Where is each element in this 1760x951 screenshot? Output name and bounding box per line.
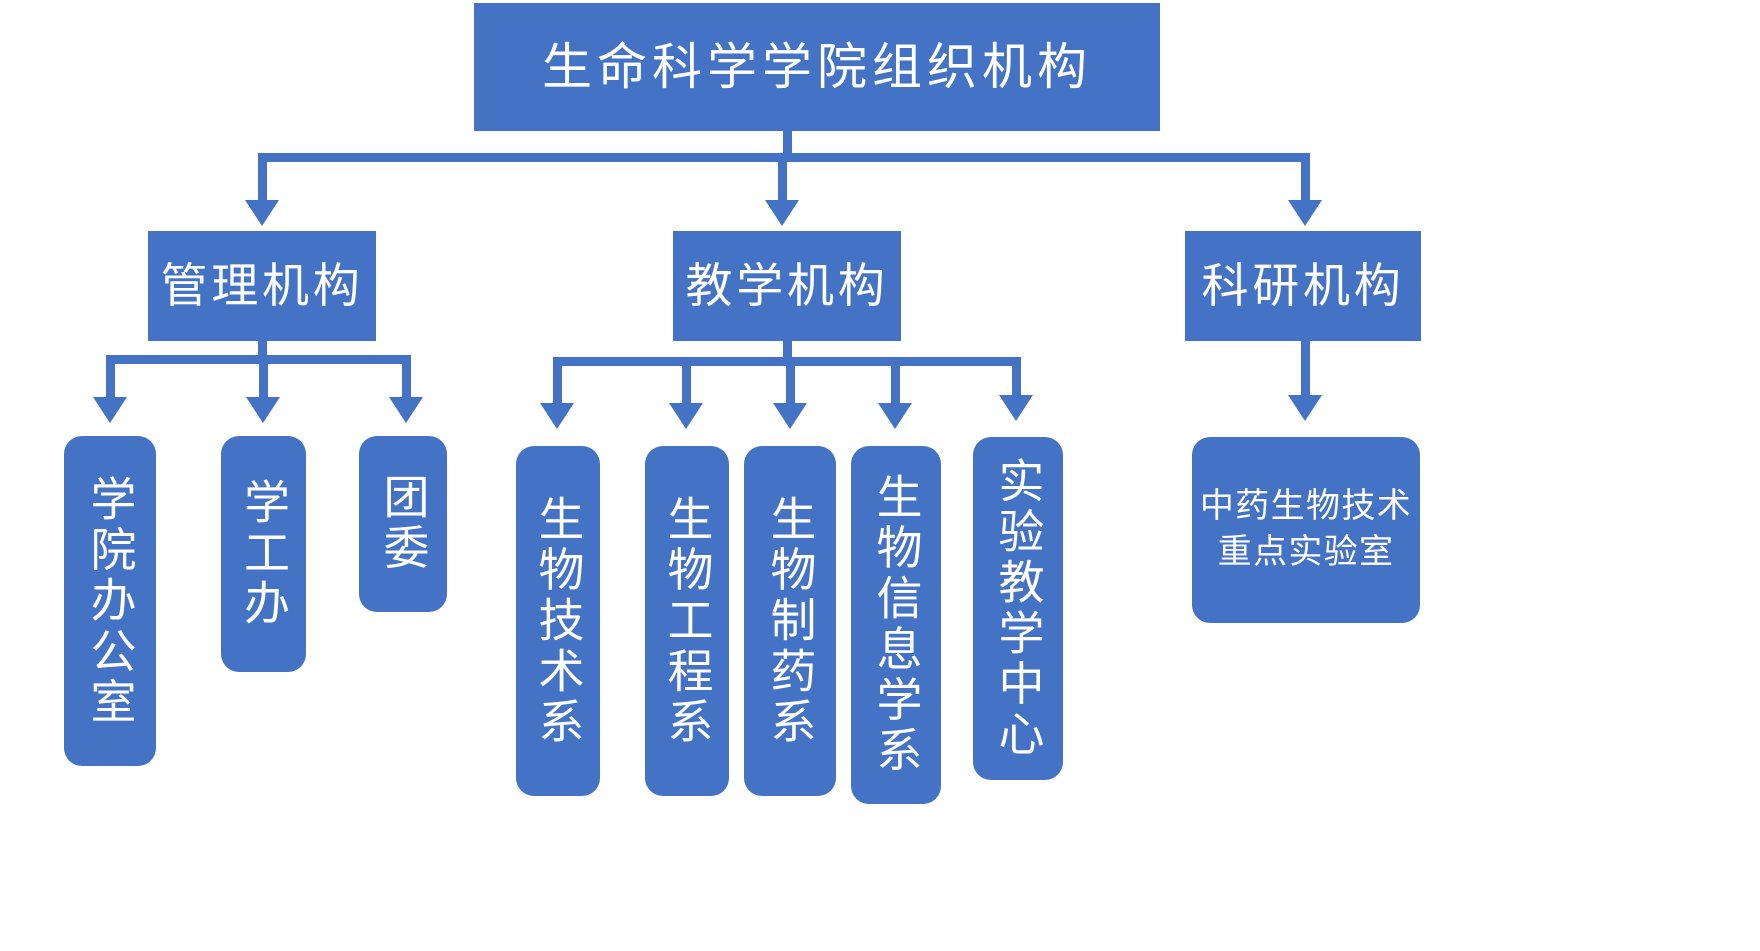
leaf-node-label: 学院办公室 <box>84 474 137 728</box>
leaf-node-label: 实验教学中心 <box>992 456 1045 761</box>
arrowhead-branch-2 <box>765 200 799 226</box>
leaf-node-college-office: 学院办公室 <box>64 436 156 766</box>
arrowhead-bioinformatics <box>878 403 912 429</box>
branch-node-label: 教学机构 <box>685 258 889 312</box>
arrowhead-biotech <box>540 403 574 429</box>
branch-node-label: 管理机构 <box>160 258 364 312</box>
connector-management-to-student-affairs <box>259 355 268 401</box>
leaf-node-key-lab-of-tcm-biotechnology: 中药生物技术重点实验室 <box>1192 437 1420 623</box>
leaf-node-label: 生物信息学系 <box>870 473 923 777</box>
leaf-node-bioinformatics-department: 生物信息学系 <box>851 446 941 804</box>
connector-teaching-to-experiment-center <box>1012 357 1021 399</box>
arrowhead-bioengineering <box>669 403 703 429</box>
connector-teaching-to-biotech <box>553 357 562 407</box>
branch-node-research: 科研机构 <box>1185 231 1421 341</box>
connector-teaching-stem <box>783 341 792 363</box>
leaf-node-youth-league-committee: 团委 <box>359 436 447 612</box>
leaf-node-label: 学工办 <box>237 478 290 630</box>
connector-root-stem <box>783 131 792 157</box>
connector-management-to-office <box>106 355 115 401</box>
leaf-node-label: 生物工程系 <box>661 494 714 748</box>
connector-management-to-youth-league <box>402 355 411 401</box>
leaf-node-label: 生物制药系 <box>764 494 817 748</box>
root-node-organization-title: 生命科学学院组织机构 <box>474 3 1160 131</box>
leaf-node-experimental-teaching-center: 实验教学中心 <box>973 437 1063 780</box>
arrowhead-experiment-center <box>999 395 1033 421</box>
leaf-node-label: 中药生物技术重点实验室 <box>1199 487 1413 571</box>
arrowhead-youth-league <box>389 397 423 423</box>
connector-teaching-to-biopharma <box>786 357 795 407</box>
arrowhead-biopharma <box>773 403 807 429</box>
root-node-label: 生命科学学院组织机构 <box>542 39 1092 95</box>
arrowhead-branch-3 <box>1288 200 1322 226</box>
connector-management-stem <box>258 341 267 363</box>
leaf-node-bioengineering-department: 生物工程系 <box>645 446 729 796</box>
arrowhead-student-affairs <box>246 397 280 423</box>
connector-research-to-lab <box>1301 341 1310 399</box>
leaf-node-label: 团委 <box>377 473 430 575</box>
connector-teaching-to-bioinformatics <box>891 357 900 407</box>
leaf-node-biopharmaceutics-department: 生物制药系 <box>744 446 836 796</box>
connector-management-bus <box>106 355 411 364</box>
branch-node-management: 管理机构 <box>148 231 376 341</box>
leaf-node-student-affairs-office: 学工办 <box>221 436 306 672</box>
arrowhead-lab <box>1288 395 1322 421</box>
branch-node-teaching: 教学机构 <box>673 231 901 341</box>
branch-node-label: 科研机构 <box>1201 258 1405 312</box>
leaf-node-label: 生物技术系 <box>532 494 585 748</box>
arrowhead-office <box>93 397 127 423</box>
connector-root-to-branch-1 <box>258 153 267 205</box>
connector-root-to-branch-3 <box>1301 153 1310 205</box>
connector-teaching-to-bioengineering <box>682 357 691 407</box>
connector-root-to-branch-2 <box>778 153 787 205</box>
arrowhead-branch-1 <box>245 200 279 226</box>
leaf-node-biotechnology-department: 生物技术系 <box>516 446 600 796</box>
